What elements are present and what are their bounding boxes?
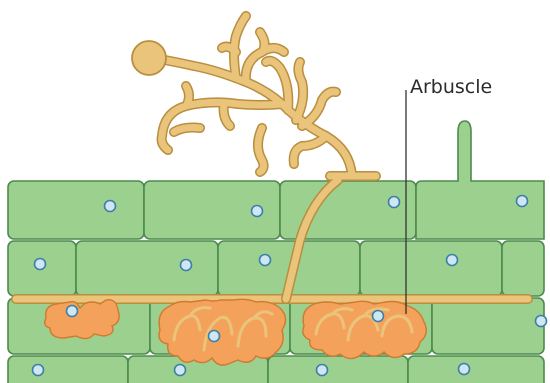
plant-cell-root-hair [416,121,544,239]
arbuscule-left [45,300,119,339]
plant-cell [432,298,544,354]
plant-cell [408,356,544,383]
plant-cell [502,241,544,296]
nucleus-icon [252,206,263,217]
nucleus-icon [447,255,458,266]
nucleus-icon [209,331,220,342]
nucleus-icon [536,316,547,327]
spore-icon [132,41,166,75]
nucleus-icon [389,197,400,208]
nucleus-icon [33,365,44,376]
plant-cell [268,356,408,383]
cell-row-epidermis [8,121,544,239]
nucleus-icon [181,260,192,271]
nucleus-icon [260,255,271,266]
plant-cell [8,356,128,383]
nucleus-icon [373,311,384,322]
nucleus-icon [317,365,328,376]
plant-cell [8,181,144,239]
plant-cell [360,241,502,296]
arbuscle-label: Arbuscle [410,76,492,98]
cell-row-cortex-outer [8,241,544,296]
plant-cell [76,241,218,296]
nucleus-icon [175,365,186,376]
nucleus-icon [517,196,528,207]
nucleus-icon [35,259,46,270]
nucleus-icon [105,201,116,212]
nucleus-icon [67,306,78,317]
arbuscule-middle [159,299,286,365]
arbuscule-right [303,301,426,358]
nucleus-icon [459,364,470,375]
